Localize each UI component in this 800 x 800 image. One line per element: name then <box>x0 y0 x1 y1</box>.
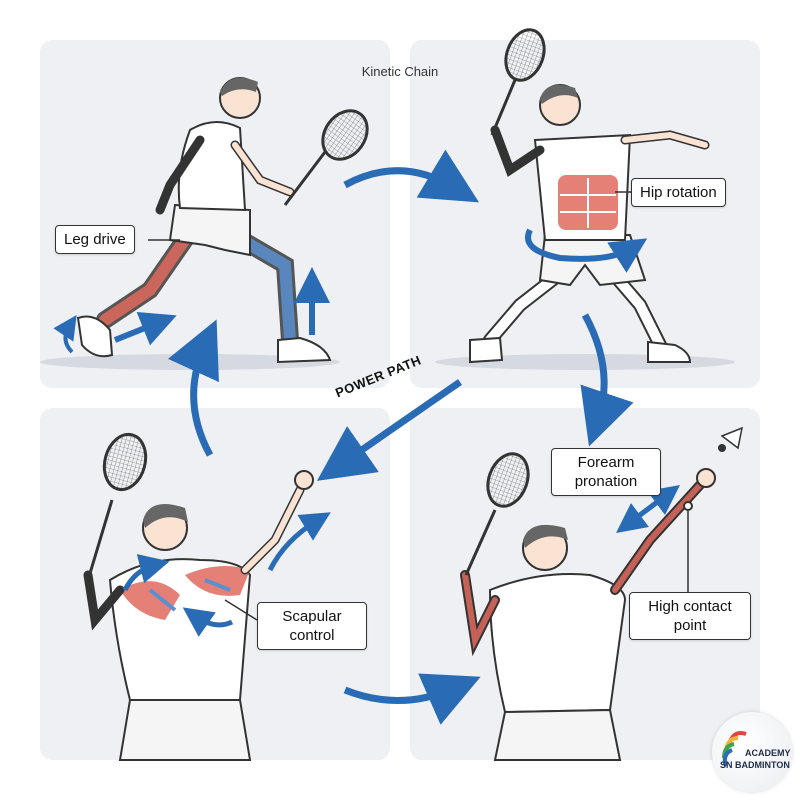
flow-arrow <box>167 149 634 725</box>
contact-point-marker <box>683 501 693 592</box>
callout-forearm-pronation: Forearm pronation <box>551 448 661 496</box>
logo-text-brand: SN BADMINTON <box>720 760 790 770</box>
player-scapular-control <box>83 470 314 761</box>
callout-leg-drive: Leg drive <box>55 225 135 254</box>
logo-swirl-icon <box>722 731 747 767</box>
callout-high-contact-point: High contact point <box>629 592 751 640</box>
player-hip-rotation <box>435 84 735 370</box>
diagram-title: Kinetic Chain <box>361 64 439 79</box>
callout-text-line1: High contact <box>648 598 732 615</box>
logo-text-academy: ACADEMY <box>745 748 791 758</box>
callout-text-line2: pronation <box>574 473 638 490</box>
callout-text-line1: Forearm <box>577 454 635 471</box>
callout-text: Leg drive <box>64 231 126 248</box>
badminton-racket-icon <box>464 452 530 576</box>
callout-text: Hip rotation <box>640 184 717 201</box>
badminton-racket-icon <box>490 28 546 136</box>
callout-hip-rotation: Hip rotation <box>631 178 726 207</box>
badminton-racket-icon <box>283 109 369 206</box>
academy-logo <box>712 712 792 792</box>
flow-arrow <box>122 512 331 637</box>
badminton-racket-icon <box>86 432 148 581</box>
callout-text-line2: point <box>673 617 707 634</box>
flow-arrow <box>616 485 680 533</box>
rotation-arrow <box>525 228 648 273</box>
player-contact-point <box>460 468 716 761</box>
player-leg-drive <box>40 77 340 370</box>
callout-scapular-control: Scapular control <box>257 602 367 650</box>
flow-arrow <box>53 267 330 354</box>
callout-text-line1: Scapular <box>282 608 342 625</box>
callout-text-line2: control <box>289 627 335 644</box>
shuttlecock-icon <box>718 426 744 452</box>
